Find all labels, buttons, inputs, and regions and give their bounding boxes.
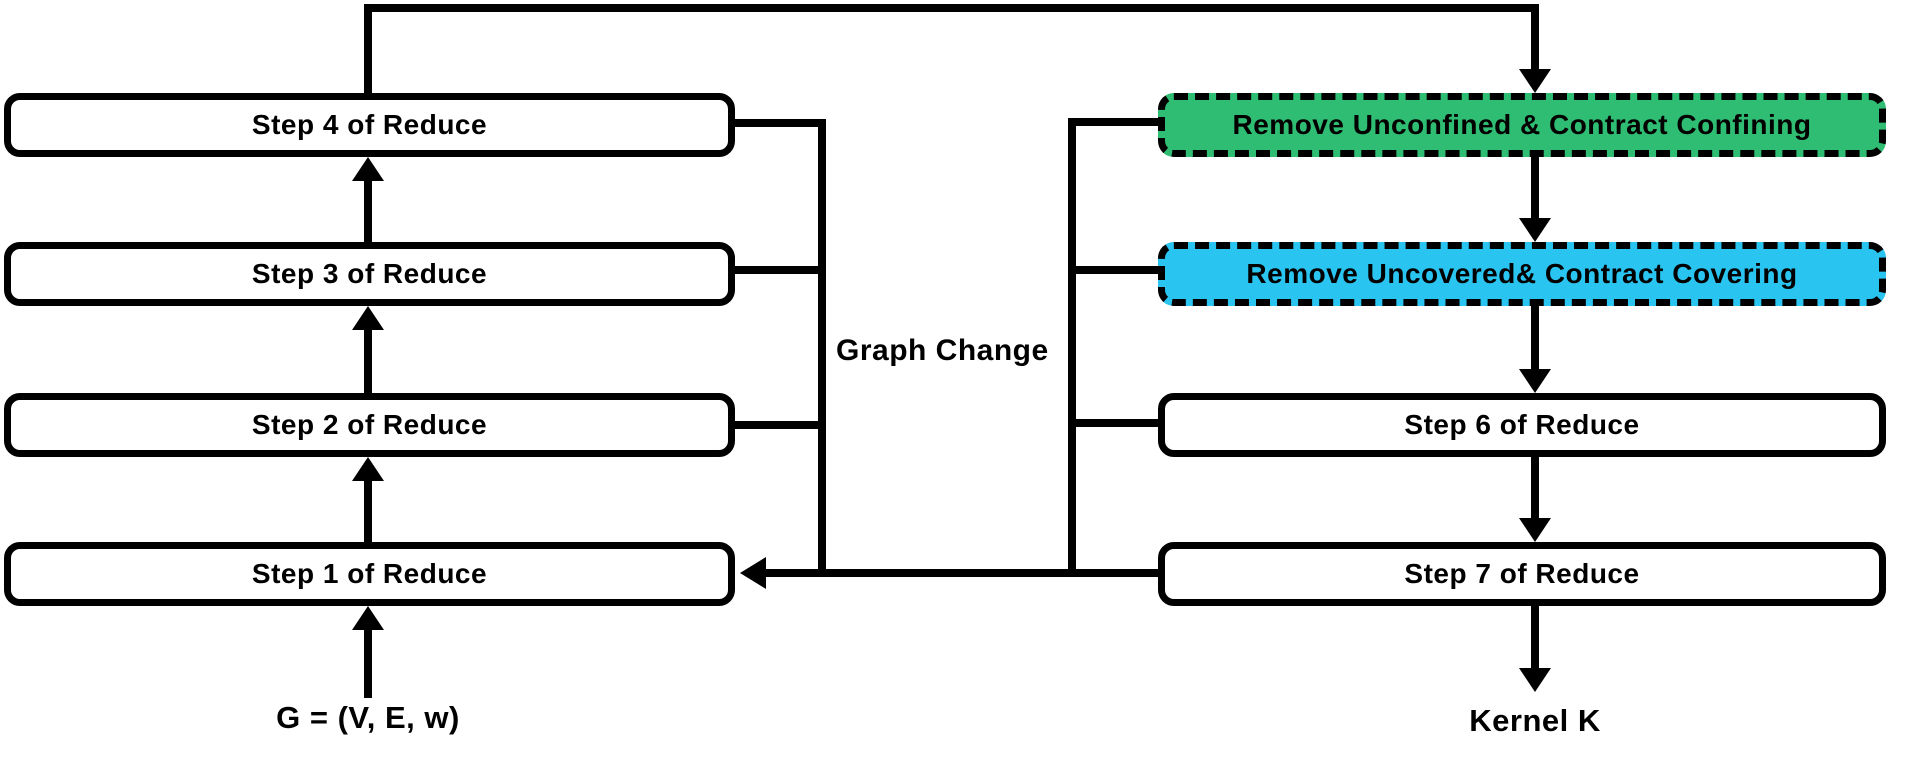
- arrowhead-confining-to-covering: [1519, 218, 1551, 242]
- connector-step3-to-spine: [728, 266, 824, 274]
- connector-spine-to-confining: [1072, 118, 1158, 126]
- node-remove-unconfined-contract-confining: Remove Unconfined & Contract Confining: [1158, 93, 1886, 157]
- node-label: Step 6 of Reduce: [1404, 409, 1640, 440]
- node-label: Step 4 of Reduce: [251, 109, 488, 140]
- node-label: Step 1 of Reduce: [251, 558, 488, 589]
- node-step4-of-reduce: Step 4 of Reduce: [4, 93, 735, 157]
- edge-feedback-drop: [1531, 4, 1539, 71]
- edge-g-to-step1-shaft: [364, 628, 372, 698]
- edge-step3-to-step4-shaft: [364, 179, 372, 242]
- arrowhead-step1-to-step2: [352, 457, 384, 481]
- arrowhead-covering-to-step6: [1519, 369, 1551, 393]
- node-label: Step 3 of Reduce: [251, 258, 488, 289]
- edge-step6-to-step7-shaft: [1531, 457, 1539, 520]
- connector-step4-to-spine: [728, 119, 824, 127]
- node-step1-of-reduce: Step 1 of Reduce: [4, 542, 735, 606]
- connector-spine-to-step6: [1072, 419, 1158, 427]
- connector-spine-to-covering: [1072, 266, 1158, 274]
- edge-step4-feedback-riser: [364, 4, 372, 93]
- arrowhead-step7-to-kernel: [1519, 668, 1551, 692]
- arrowhead-into-step1: [740, 557, 766, 589]
- node-step6-of-reduce: Step 6 of Reduce: [1158, 393, 1886, 457]
- node-step2-of-reduce: Step 2 of Reduce: [4, 393, 735, 457]
- graph-change-spine-left: [818, 119, 826, 577]
- graph-change-spine-right: [1068, 118, 1076, 577]
- input-graph-label: G = (V, E, w): [276, 700, 460, 735]
- node-label: Step 2 of Reduce: [251, 409, 488, 440]
- arrowhead-into-confining: [1519, 69, 1551, 93]
- node-label: Step 7 of Reduce: [1404, 558, 1640, 589]
- arrowhead-step6-to-step7: [1519, 518, 1551, 542]
- edge-step2-to-step3-shaft: [364, 328, 372, 393]
- edge-feedback-top-run: [364, 4, 1539, 12]
- connector-step2-to-spine: [728, 421, 824, 429]
- node-label: Remove Uncovered& Contract Covering: [1246, 258, 1798, 289]
- edge-confining-to-covering-shaft: [1531, 157, 1539, 220]
- node-step7-of-reduce: Step 7 of Reduce: [1158, 542, 1886, 606]
- edge-covering-to-step6-shaft: [1531, 306, 1539, 371]
- arrowhead-step3-to-step4: [352, 157, 384, 181]
- arrowhead-step2-to-step3: [352, 306, 384, 330]
- arrowhead-g-to-step1: [352, 606, 384, 630]
- edge-step1-to-step2-shaft: [364, 479, 372, 542]
- output-kernel-label: Kernel K: [1469, 703, 1601, 738]
- edge-step7-to-kernel-shaft: [1531, 606, 1539, 670]
- edge-step7-to-step1-run: [766, 569, 1162, 577]
- node-step3-of-reduce: Step 3 of Reduce: [4, 242, 735, 306]
- graph-change-edge-label: Graph Change: [836, 334, 1049, 367]
- node-label: Remove Unconfined & Contract Confining: [1232, 109, 1812, 140]
- node-remove-uncovered-contract-covering: Remove Uncovered& Contract Covering: [1158, 242, 1886, 306]
